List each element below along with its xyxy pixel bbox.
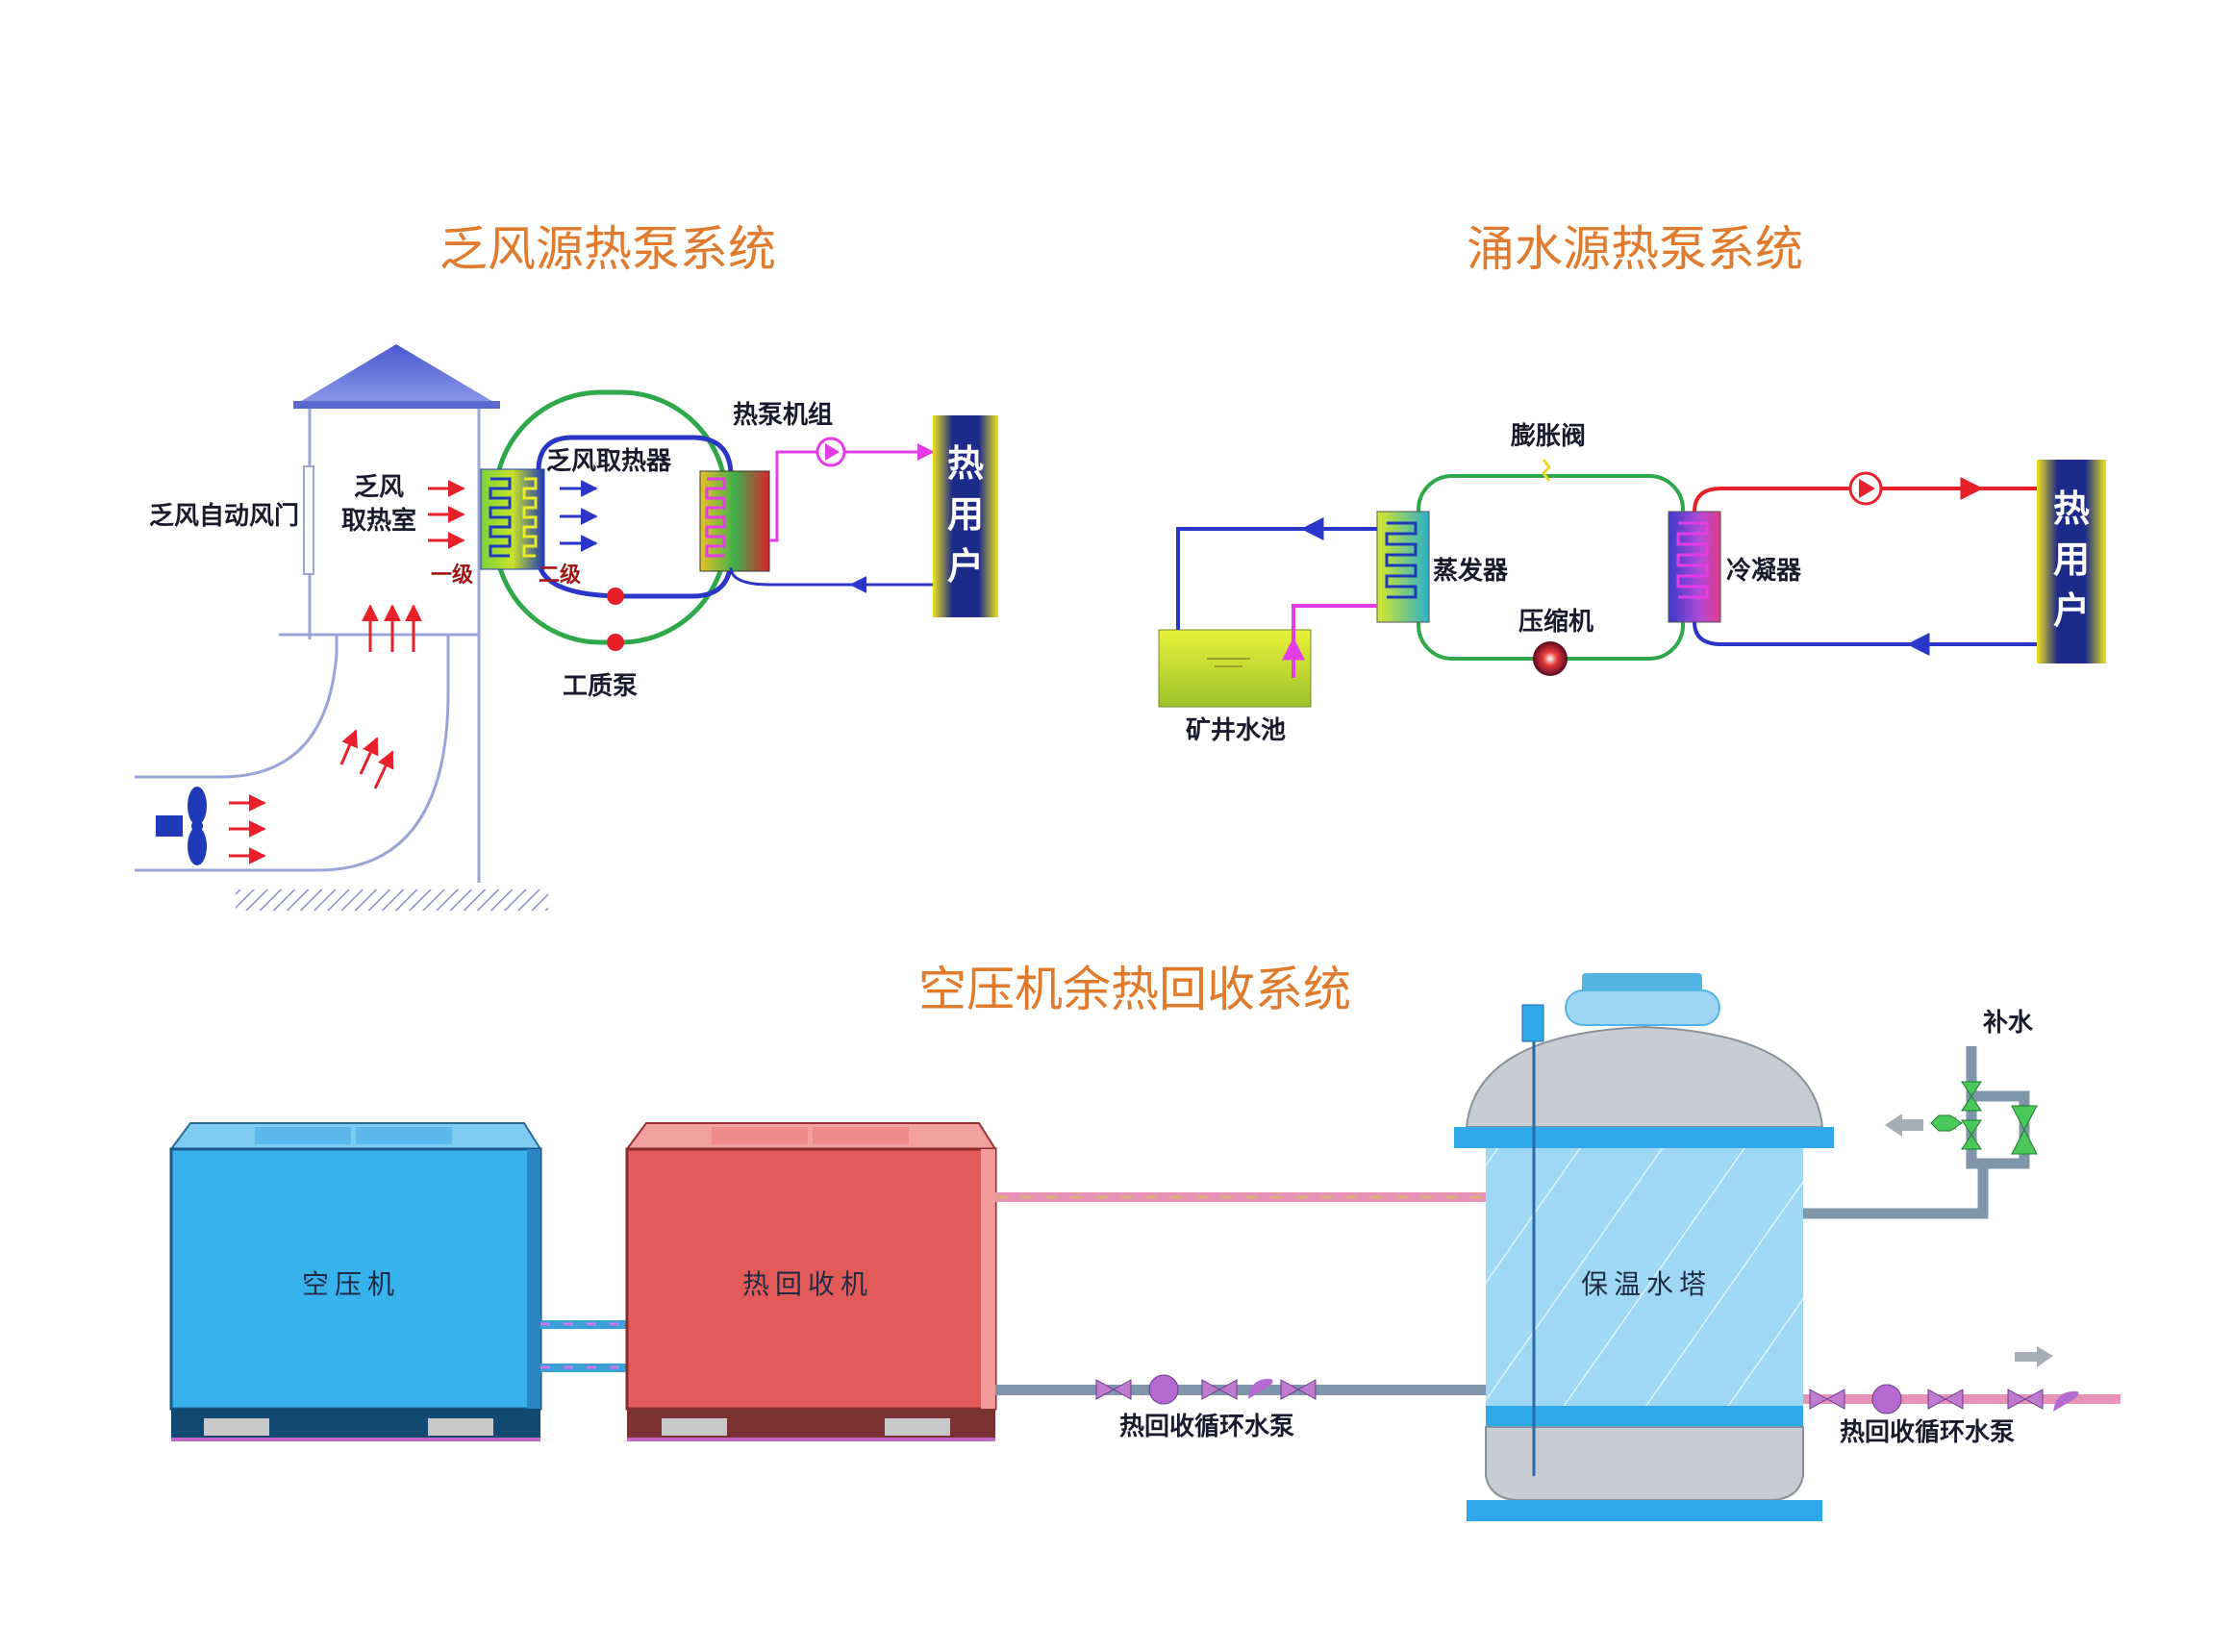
supply-pump-arrow: [825, 443, 840, 461]
pump-group-1: [1095, 1374, 1317, 1405]
hot-pipe-to-tower: [995, 1192, 1486, 1202]
label-pump: 工质泵: [563, 672, 638, 701]
heat-user-char-3: 户: [947, 545, 984, 588]
return-pipe-grey: [995, 1385, 1486, 1395]
label-damper: 乏风自动风门: [149, 501, 299, 531]
hot-water-pipe: [1693, 487, 2037, 513]
fan-icon: [156, 787, 207, 865]
insulated-water-tower: [1454, 973, 1834, 1521]
circulation-pump-arrow: [1859, 479, 1875, 498]
connector-pipe-top: [540, 1320, 627, 1329]
title-water-source: 涌水源热泵系统: [1467, 221, 1803, 277]
label-stage-2: 二级: [539, 563, 581, 588]
label-expansion-valve: 膨胀阀: [1511, 422, 1586, 451]
pool-return-pipe: [1176, 527, 1377, 630]
ground-hatch: [236, 889, 548, 911]
label-evaporator: 蒸发器: [1433, 556, 1509, 586]
title-exhaust-air: 乏风源热泵系统: [439, 221, 776, 277]
compressor-icon: [1533, 641, 1568, 676]
makeup-arrow-icon: [1885, 1114, 1923, 1137]
makeup-valves: [1930, 1081, 2038, 1155]
duct-inner: [135, 635, 450, 872]
label-pump-1: 热回收循环水泵: [1119, 1413, 1294, 1441]
label-chamber-1: 乏风: [354, 473, 404, 502]
heat-recovery-unit: [625, 1122, 997, 1441]
roof-eave: [293, 401, 500, 409]
heat-user-char-1: 热: [947, 442, 984, 485]
heat-user2-char-2: 用: [2053, 538, 2090, 581]
check-valve-icon-1: [1248, 1378, 1273, 1399]
label-makeup-water: 补水: [1983, 1009, 2034, 1038]
air-compressor-unit: [169, 1122, 542, 1441]
heat-user-column: [933, 415, 998, 617]
condenser-coil: [1676, 521, 1709, 599]
heat-user2-char-3: 户: [2053, 589, 2090, 632]
check-valve-icon-2: [2053, 1390, 2079, 1412]
pump-icon-2: [607, 634, 624, 651]
label-compressor: 压缩机: [1518, 607, 1593, 637]
label-condenser: 冷凝器: [1726, 556, 1802, 586]
water-source-system: 热 用 户 膨胀阀 蒸发器 冷凝器 压缩机 矿井水池: [1158, 422, 2106, 745]
tower-roof: [293, 344, 500, 406]
circulation-pump-icon-1: [1148, 1374, 1179, 1405]
heatpump-coil: [705, 477, 726, 558]
connector-pipe-bottom: [540, 1364, 627, 1372]
cold-return-pipe: [1693, 621, 2037, 646]
label-air-compressor: 空压机: [302, 1268, 400, 1300]
evaporator-coil: [1385, 521, 1418, 599]
exhaust-air-system: 热 用 户 乏风自动风门 乏风 取热室 乏风取热器 热泵机组 一级 二级 工质泵: [135, 344, 998, 911]
mine-water-pool: [1158, 629, 1312, 708]
label-stage-1: 一级: [431, 563, 473, 588]
return-pipe: [729, 566, 933, 587]
label-heatpump: 热泵机组: [733, 400, 833, 430]
label-exchanger: 乏风取热器: [546, 447, 672, 476]
label-pump-2: 热回收循环水泵: [1840, 1418, 2015, 1447]
outlet-arrow-icon: [2015, 1346, 2053, 1367]
exchanger-flow-arrows: [560, 480, 598, 552]
label-chamber-2: 取热室: [341, 506, 416, 536]
pump-icon-1: [607, 588, 624, 605]
label-water-tower: 保温水塔: [1581, 1268, 1712, 1300]
title-compressor-heat: 空压机余热回收系统: [918, 962, 1351, 1017]
expansion-valve-icon: [1542, 459, 1551, 482]
secondary-coil: [522, 477, 538, 558]
label-heat-recovery: 热回收机: [742, 1268, 873, 1300]
pump-group-2: [1809, 1384, 2079, 1414]
compressor-heat-system: 空压机 热回收机: [169, 973, 2120, 1521]
primary-coil: [489, 477, 512, 558]
label-mine-pool: 矿井水池: [1186, 715, 1286, 745]
duct-airflow-arrows: [229, 480, 465, 864]
heat-user2-char-1: 热: [2053, 488, 2090, 530]
heat-user-column-2: [2037, 460, 2106, 663]
duct-outer: [135, 635, 339, 779]
circulation-pump-icon-2: [1871, 1384, 1902, 1414]
damper: [303, 465, 314, 575]
hot-supply-pipe: [769, 443, 935, 542]
heat-user-char-2: 用: [947, 493, 984, 536]
